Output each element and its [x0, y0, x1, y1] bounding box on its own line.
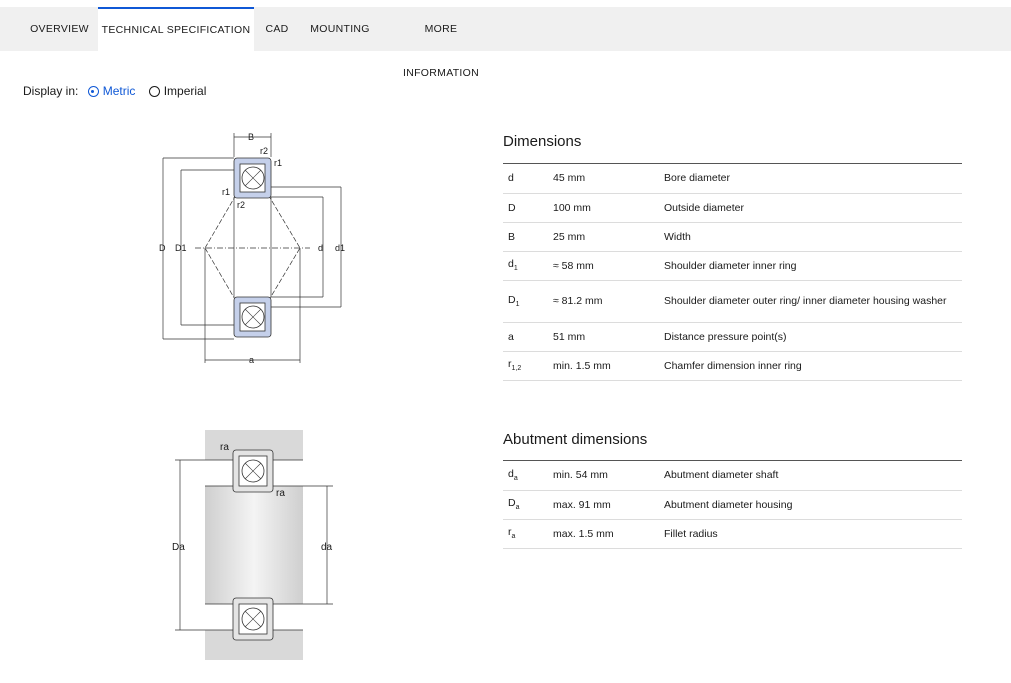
dimension-symbol: da: [508, 468, 518, 483]
bearing-dimensions-drawing: B r2 r1 r1 r2 D D1 d d1 a: [159, 132, 345, 365]
radio-checked-icon: [87, 86, 99, 97]
dimension-value: 100 mm: [553, 201, 591, 214]
tab-technical-specification[interactable]: TECHNICAL SPECIFICATION: [98, 7, 254, 51]
radio-unchecked-icon: [148, 86, 160, 97]
label-da: da: [321, 542, 333, 553]
table-row: d1 ≈ 58 mm Shoulder diameter inner ring: [503, 251, 962, 280]
dimensions-divider: [503, 163, 962, 164]
dimension-value: 51 mm: [553, 330, 586, 343]
dimension-symbol: D: [508, 201, 516, 214]
dimension-symbol: Da: [508, 497, 520, 512]
dimension-value: max. 1.5 mm: [553, 527, 614, 540]
table-row: B 25 mm Width: [503, 222, 962, 251]
dimension-description: Outside diameter: [664, 201, 744, 214]
dimension-symbol: D1: [508, 293, 520, 309]
label-d: d: [318, 243, 323, 253]
table-row: da min. 54 mm Abutment diameter shaft: [503, 461, 962, 490]
table-row: D 100 mm Outside diameter: [503, 193, 962, 222]
dimension-symbol: d1: [508, 258, 518, 273]
tab-cad[interactable]: CAD: [265, 23, 289, 35]
dimension-description: Shoulder diameter outer ring/ inner diam…: [664, 295, 947, 307]
tab-more-information[interactable]: MORE INFORMATION: [402, 23, 479, 79]
dimension-symbol: d: [508, 172, 514, 185]
dimensions-title: Dimensions: [503, 133, 582, 150]
dimension-symbol: ra: [508, 526, 516, 541]
dimension-value: max. 91 mm: [553, 498, 611, 511]
label-Da: Da: [172, 542, 185, 553]
dimension-symbol: r1,2: [508, 358, 522, 373]
abutment-dimensions-drawing: ra ra Da da: [172, 430, 333, 660]
dimension-description: Bore diameter: [664, 172, 730, 185]
imperial-radio[interactable]: Imperial: [148, 84, 206, 98]
label-D1: D1: [175, 243, 187, 253]
metric-radio[interactable]: Metric: [87, 84, 135, 98]
dimension-value: ≈ 81.2 mm: [553, 295, 603, 307]
table-row: Da max. 91 mm Abutment diameter housing: [503, 490, 962, 519]
table-row: d 45 mm Bore diameter: [503, 164, 962, 193]
label-ra-top: ra: [220, 442, 229, 453]
label-a: a: [249, 355, 254, 365]
label-B: B: [248, 132, 254, 142]
dimension-value: ≈ 58 mm: [553, 259, 594, 272]
dimension-value: min. 54 mm: [553, 469, 608, 482]
label-ra-mid: ra: [276, 488, 285, 499]
table-row: D1 ≈ 81.2 mm Shoulder diameter outer ring/…: [503, 280, 962, 322]
label-r1-top: r1: [274, 158, 282, 168]
dimension-symbol: B: [508, 230, 516, 243]
dimension-description: Chamfer dimension inner ring: [664, 359, 802, 372]
abutment-divider: [503, 460, 962, 461]
dimension-description: Abutment diameter housing: [664, 498, 793, 511]
dimension-description: Fillet radius: [664, 527, 718, 540]
label-d1: d1: [335, 243, 345, 253]
unit-selector: Display in: Metric Imperial: [23, 84, 216, 98]
table-row: ra max. 1.5 mm Fillet radius: [503, 519, 962, 548]
dimension-description: Width: [664, 230, 691, 243]
table-row: a 51 mm Distance pressure point(s): [503, 322, 962, 351]
dimension-value: 25 mm: [553, 230, 586, 243]
abutment-title: Abutment dimensions: [503, 431, 648, 448]
dimension-description: Abutment diameter shaft: [664, 469, 779, 482]
tab-bar: OVERVIEW TECHNICAL SPECIFICATION CAD MOU…: [0, 7, 1011, 79]
dimension-value: 45 mm: [553, 172, 586, 185]
label-r2-top: r2: [260, 146, 268, 156]
tab-overview[interactable]: OVERVIEW: [30, 23, 89, 35]
dimension-symbol: a: [508, 330, 514, 343]
unit-selector-label: Display in:: [23, 84, 79, 98]
dimension-value: min. 1.5 mm: [553, 359, 611, 372]
tab-mounting[interactable]: MOUNTING: [310, 23, 370, 35]
label-r1-left: r1: [222, 187, 230, 197]
label-D: D: [159, 243, 166, 253]
table-row: r1,2 min. 1.5 mm Chamfer dimension inner r…: [503, 351, 962, 380]
dimension-description: Distance pressure point(s): [664, 330, 787, 343]
dimension-description: Shoulder diameter inner ring: [664, 259, 797, 272]
label-r2-left: r2: [237, 200, 245, 210]
